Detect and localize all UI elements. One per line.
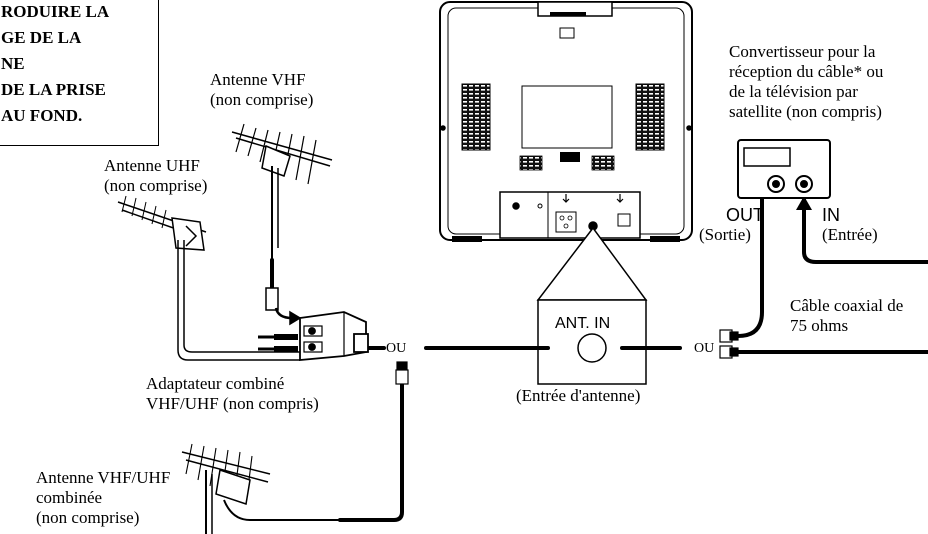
combined-antenna-label: Antenne VHF/UHF combinée (non comprise) [36,468,171,527]
in-fr-label: (Entrée) [822,225,878,244]
note-line: AU FOND. [1,106,83,125]
note-line: NE [1,54,25,73]
or-left-label: OU [386,341,407,356]
in-label: IN [822,205,840,225]
note-line: GE DE LA [1,28,82,47]
adapter-label: Adaptateur combiné VHF/UHF (non compris) [146,374,319,413]
note-box: RODUIRE LA GE DE LA NE DE LA PRISE AU FO… [0,0,159,146]
out-label: OUT [726,205,764,225]
vhf-antenna-icon [231,123,333,326]
uhf-antenna-icon [117,195,300,361]
tv-rear-icon [439,1,693,242]
converter-box-icon [737,139,831,199]
coax-cables [270,170,928,522]
converter-label: Convertisseur pour la réception du câble… [729,42,884,121]
ant-in-callout [536,226,648,385]
combined-antenna-icon [181,443,340,534]
note-line: DE LA PRISE [1,80,106,99]
out-fr-label: (Sortie) [699,225,751,244]
coax-cable-label: Câble coaxial de 75 ohms [790,296,904,335]
antenna-input-label: (Entrée d'antenne) [516,386,641,405]
ant-in-label: ANT. IN [555,315,611,332]
uhf-antenna-label: Antenne UHF (non comprise) [104,156,208,195]
coax-plug-icon [719,329,739,359]
vhf-antenna-label: Antenne VHF (non comprise) [210,70,314,109]
adapter-icon [258,311,369,361]
or-right-label: OU [694,341,715,356]
vertical-plug [395,361,409,385]
note-line: RODUIRE LA [1,2,110,21]
